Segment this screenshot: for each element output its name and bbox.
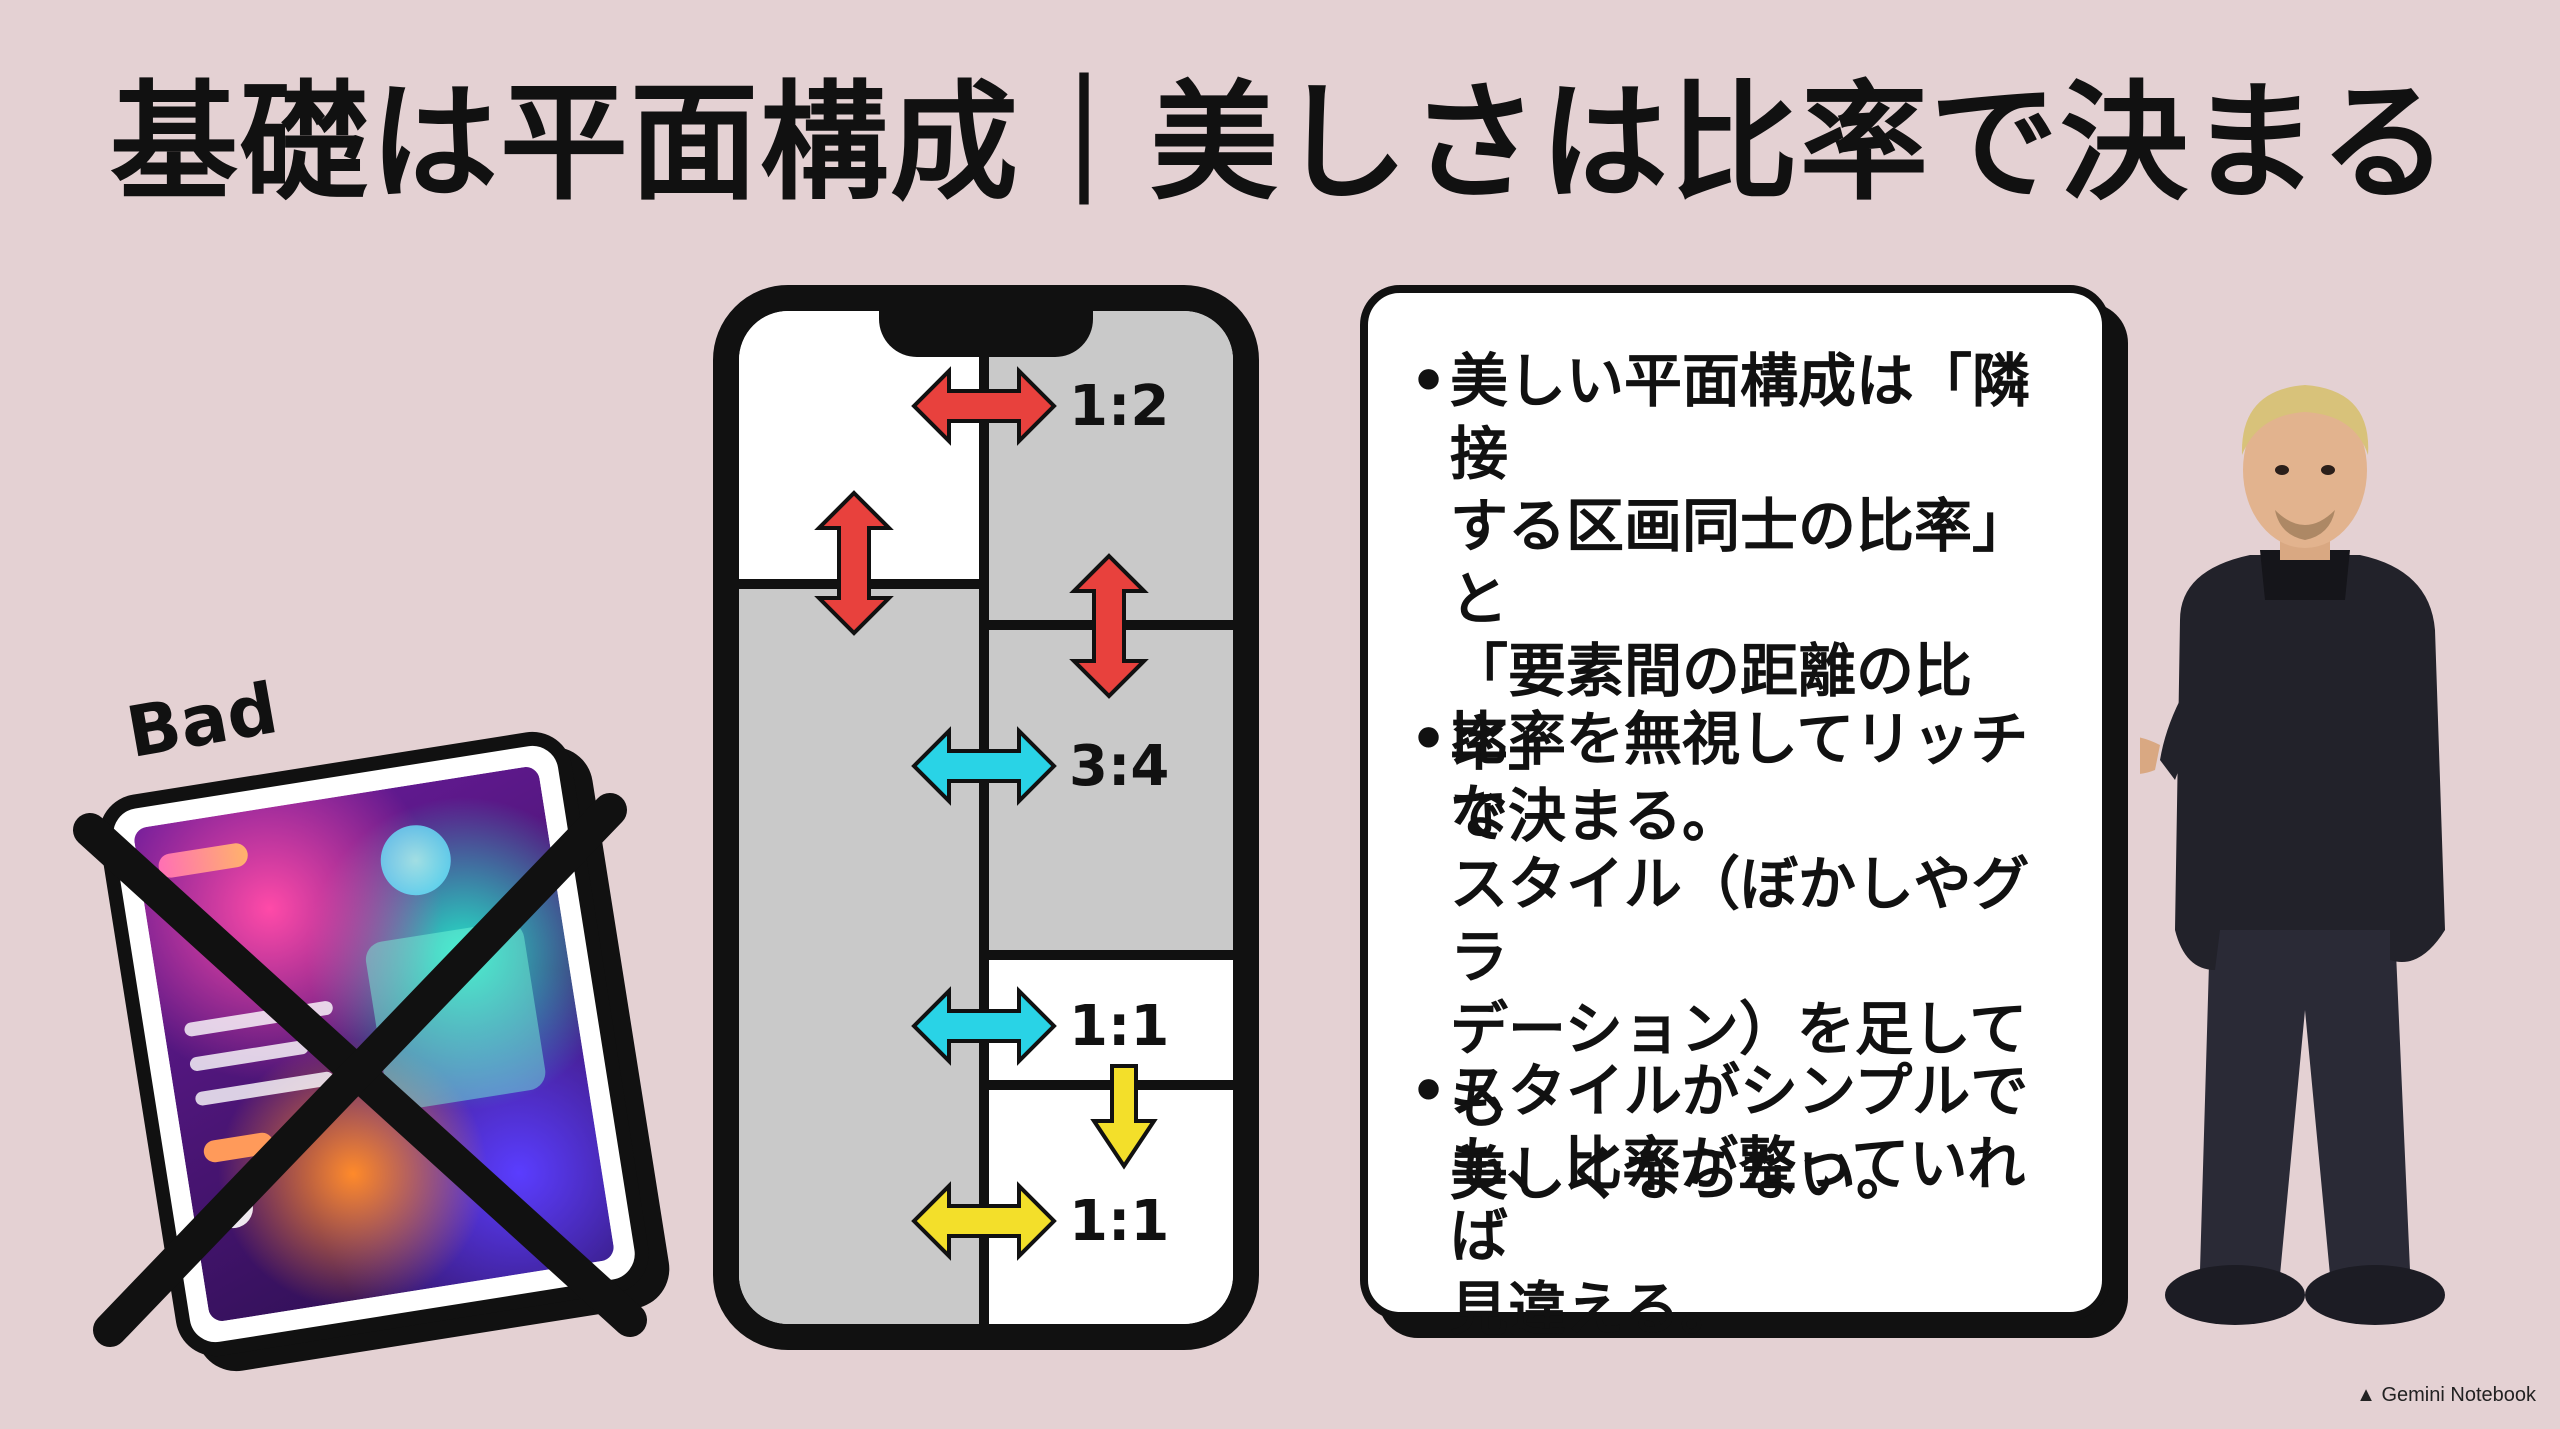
bullet-item: • スタイルがシンプルで も、比率が整っていれば 見違える。 <box>1410 1055 2070 1345</box>
ratio-label: 1:1 <box>1069 994 1170 1059</box>
explanation-card: • 美しい平面構成は「隣接 する区画同士の比率」と 「要素間の距離の比率」 で決… <box>1360 285 2110 1343</box>
divider-vertical <box>979 311 989 1324</box>
footer-brand: ▲ Gemini Notebook <box>2356 1384 2536 1407</box>
double-arrow-vertical-icon <box>1069 553 1149 699</box>
bullet-item: • 比率を無視してリッチな スタイル（ぼかしやグラ デーション）を足しても 美し… <box>1410 703 2070 1211</box>
double-arrow-horizontal-icon <box>911 1181 1057 1261</box>
ratio-label: 3:4 <box>1069 734 1170 799</box>
footer-brand-text: Gemini Notebook <box>2381 1384 2536 1406</box>
bullet-mark: • <box>1410 705 1448 773</box>
ratio-label: 1:2 <box>1069 374 1170 439</box>
bullet-text: スタイルがシンプルで も、比率が整っていれば 見違える。 <box>1450 1057 2029 1343</box>
divider-right-3 <box>983 1080 1233 1090</box>
bullet-text: 美しい平面構成は「隣接 する区画同士の比率」と 「要素間の距離の比率」 で決まる… <box>1450 347 2031 850</box>
bullet-item: • 美しい平面構成は「隣接 する区画同士の比率」と 「要素間の距離の比率」 で決… <box>1410 345 2070 853</box>
presenter-character-illustration <box>2140 385 2445 1325</box>
arrow-down-icon <box>1090 1064 1158 1170</box>
phone-notch <box>879 311 1093 357</box>
bullet-mark: • <box>1410 347 1448 415</box>
double-arrow-horizontal-icon <box>911 726 1057 806</box>
bullet-text: 比率を無視してリッチな スタイル（ぼかしやグラ デーション）を足しても 美しくな… <box>1450 705 2030 1208</box>
divider-right-2 <box>983 950 1233 960</box>
phone-wireframe: 1:2 3:4 1:1 1:1 <box>713 285 1259 1350</box>
double-arrow-horizontal-icon <box>911 986 1057 1066</box>
cross-mark-icon <box>73 793 647 1347</box>
double-arrow-horizontal-icon <box>911 366 1057 446</box>
ratio-label: 1:1 <box>1069 1189 1170 1254</box>
page-title: 基礎は平面構成｜美しさは比率で決まる <box>109 69 2450 218</box>
bad-label: Bad <box>120 667 284 774</box>
gemini-logo-icon: ▲ <box>2356 1384 2376 1406</box>
double-arrow-vertical-icon <box>814 490 894 636</box>
bullet-mark: • <box>1410 1057 1448 1125</box>
